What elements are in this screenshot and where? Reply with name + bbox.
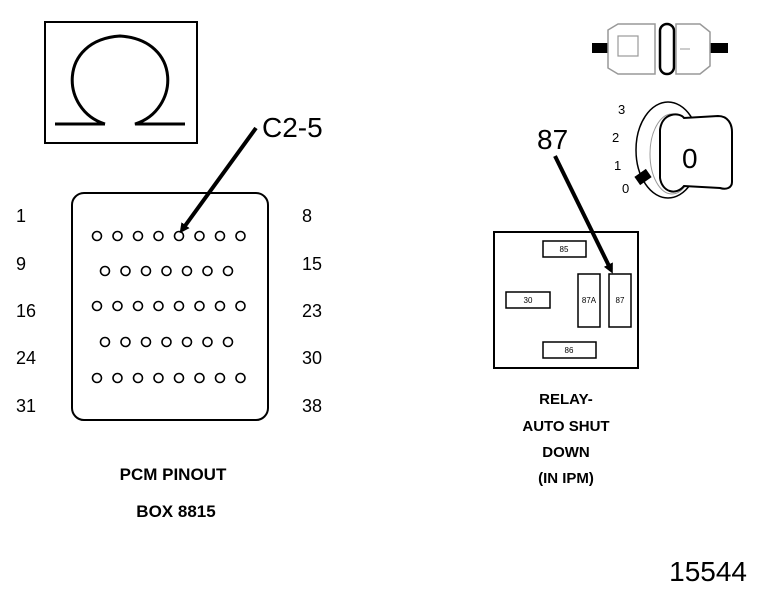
pcm-pin-label-left-1: 1 [16,206,26,226]
figure-number: 15544 [669,556,747,587]
pcm-pin-label-left-3: 16 [16,301,36,321]
pcm-pin-hole [161,336,172,348]
pcm-pin-hole [214,372,226,384]
pcm-pin-hole [91,300,103,312]
pcm-pin-hole [153,300,164,312]
pcm-connector [71,192,269,421]
pcm-pin-hole [222,336,234,348]
pcm-pin-grid [91,230,246,384]
pcm-pin-label-right-4: 30 [302,348,322,368]
relay-callout-arrow [553,155,613,274]
pcm-pin-label-left-2: 9 [16,254,26,274]
pcm-pin-hole [202,265,213,277]
pcm-pin-hole [161,265,172,277]
pcm-pin-label-right-3: 23 [302,301,322,321]
pcm-pin-hole [112,372,123,384]
relay-terminal-87a: 87A [577,273,601,328]
relay-callout-label: 87 [537,124,568,155]
relay-caption-line2: AUTO SHUT [522,418,609,435]
relay-terminal-87: 87 [608,273,632,328]
pcm-pin-label-right-1: 8 [302,206,312,226]
pcm-caption-line1: PCM PINOUT [120,465,227,484]
pcm-pin-hole [99,265,111,277]
pcm-pin-label-left-4: 24 [16,348,36,368]
relay-terminal-87-label: 87 [616,296,625,305]
relay-body [493,231,639,369]
pcm-pin-hole [202,336,213,348]
pcm-pin-hole [153,230,164,242]
pcm-pin-hole [140,265,152,277]
pcm-pin-hole [173,230,185,242]
pcm-caption-line2: BOX 8815 [136,502,215,521]
relay-terminal-30-label: 30 [524,296,533,305]
relay-caption-line4: (IN IPM) [538,470,594,487]
pcm-pin-hole [173,372,185,384]
relay-terminal-85: 85 [542,240,587,258]
pcm-pin-hole [91,372,103,384]
ignition-key-icon: 0 [634,101,733,199]
pcm-pin-label-right-2: 15 [302,254,322,274]
pcm-pin-hole [194,230,205,242]
pcm-pin-hole [153,372,164,384]
pcm-pin-hole [140,336,152,348]
pcm-pin-hole [173,300,185,312]
relay-terminal-87a-label: 87A [582,296,597,305]
pcm-pin-hole [235,372,246,384]
pcm-pin-hole [132,300,144,312]
ignition-position-0: 0 [622,181,629,196]
ignition-position-1: 1 [614,158,621,173]
pcm-pin-hole [132,230,144,242]
pcm-pin-hole [112,300,123,312]
pcm-callout-arrow [179,126,258,234]
pcm-pin-hole [112,230,123,242]
pcm-pin-hole [181,336,193,348]
ignition-position-3: 3 [618,102,625,117]
pcm-pin-hole [91,230,103,242]
pcm-pin-hole [132,372,144,384]
ignition-position-2: 2 [612,130,619,145]
pcm-pin-label-right-5: 38 [302,396,322,416]
connector-icon [592,22,728,76]
pcm-pin-hole [99,336,111,348]
pcm-pin-hole [194,300,205,312]
pcm-pin-hole [194,372,205,384]
pcm-pin-label-left-5: 31 [16,396,36,416]
pcm-pin-hole [222,265,234,277]
relay-caption-line1: RELAY- [539,391,593,408]
pcm-pin-hole [235,300,246,312]
pcm-pin-hole [214,300,226,312]
pcm-pin-hole [214,230,226,242]
pcm-pin-hole [181,265,193,277]
ohm-symbol-icon [44,21,198,144]
relay-terminal-30: 30 [505,291,551,309]
ignition-key-label: 0 [682,143,698,174]
pcm-callout-label: C2-5 [262,112,323,143]
pcm-pin-hole [120,336,131,348]
pcm-pin-hole [235,230,246,242]
relay-terminal-86-label: 86 [565,346,574,355]
relay-caption-line3: DOWN [542,444,590,461]
relay-terminal-85-label: 85 [560,245,569,254]
relay-terminal-86: 86 [542,341,597,359]
pcm-pin-hole [120,265,131,277]
